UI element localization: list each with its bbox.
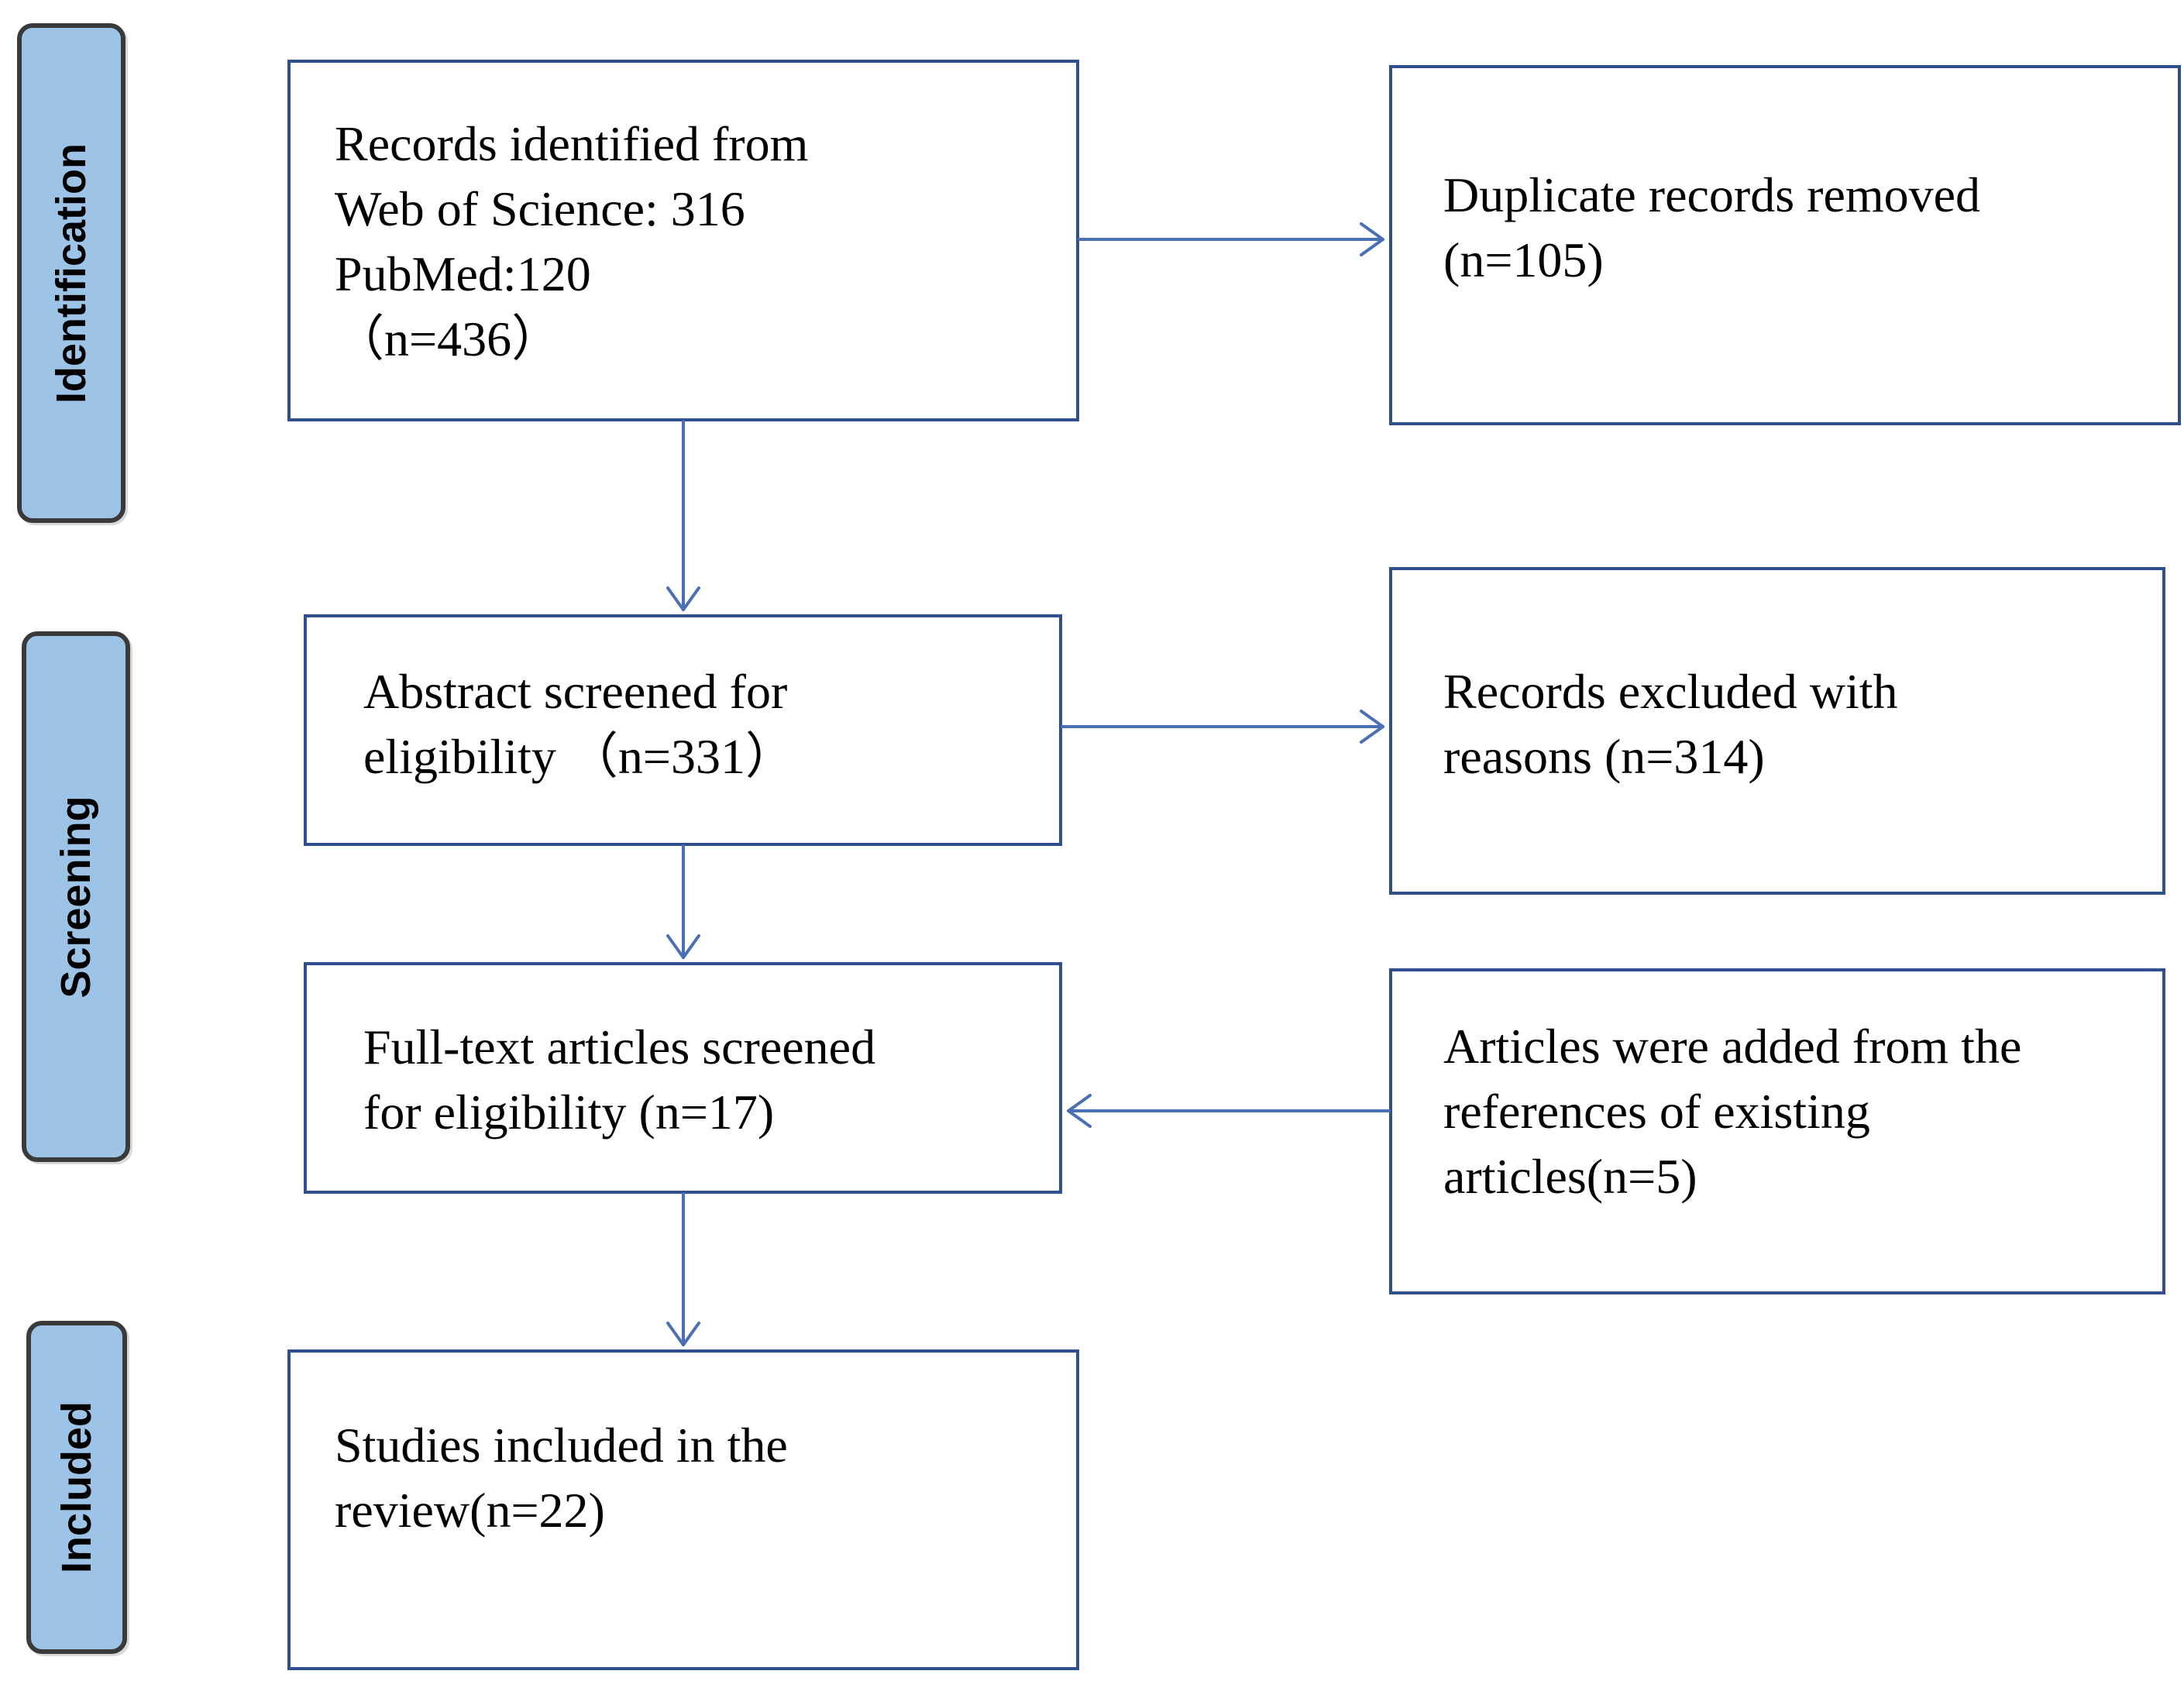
arrow-to-abstract-head xyxy=(666,586,700,611)
arrow-to-included-head xyxy=(666,1322,700,1346)
studies-included-box: Studies included in the review(n=22) xyxy=(287,1349,1079,1670)
abstract-screened-box: Abstract screened for eligibility （n=331… xyxy=(304,614,1062,846)
phase-screening: Screening xyxy=(22,631,130,1162)
arrow-to-excluded-head xyxy=(1360,710,1384,744)
fulltext-screened-text: Full-text articles screened for eligibil… xyxy=(363,1019,876,1140)
phase-included: Included xyxy=(26,1321,127,1654)
arrow-to-fulltext-head xyxy=(666,934,700,959)
abstract-screened-text: Abstract screened for eligibility （n=331… xyxy=(363,664,795,784)
fulltext-screened-box: Full-text articles screened for eligibil… xyxy=(304,962,1062,1194)
records-identified-box: Records identified from Web of Science: … xyxy=(287,60,1079,421)
records-excluded-box: Records excluded with reasons (n=314) xyxy=(1389,567,2165,895)
arrow-from-added-head xyxy=(1067,1094,1092,1128)
arrow-to-duplicates-head xyxy=(1360,222,1384,256)
records-excluded-text: Records excluded with reasons (n=314) xyxy=(1443,664,1898,784)
phase-identification: Identification xyxy=(17,23,126,523)
articles-added-text: Articles were added from the references … xyxy=(1443,1019,2022,1204)
articles-added-box: Articles were added from the references … xyxy=(1389,968,2165,1294)
duplicates-removed-box: Duplicate records removed (n=105) xyxy=(1389,65,2181,425)
records-identified-text: Records identified from Web of Science: … xyxy=(335,116,809,366)
studies-included-text: Studies included in the review(n=22) xyxy=(335,1418,788,1538)
duplicates-removed-text: Duplicate records removed (n=105) xyxy=(1443,167,1981,287)
